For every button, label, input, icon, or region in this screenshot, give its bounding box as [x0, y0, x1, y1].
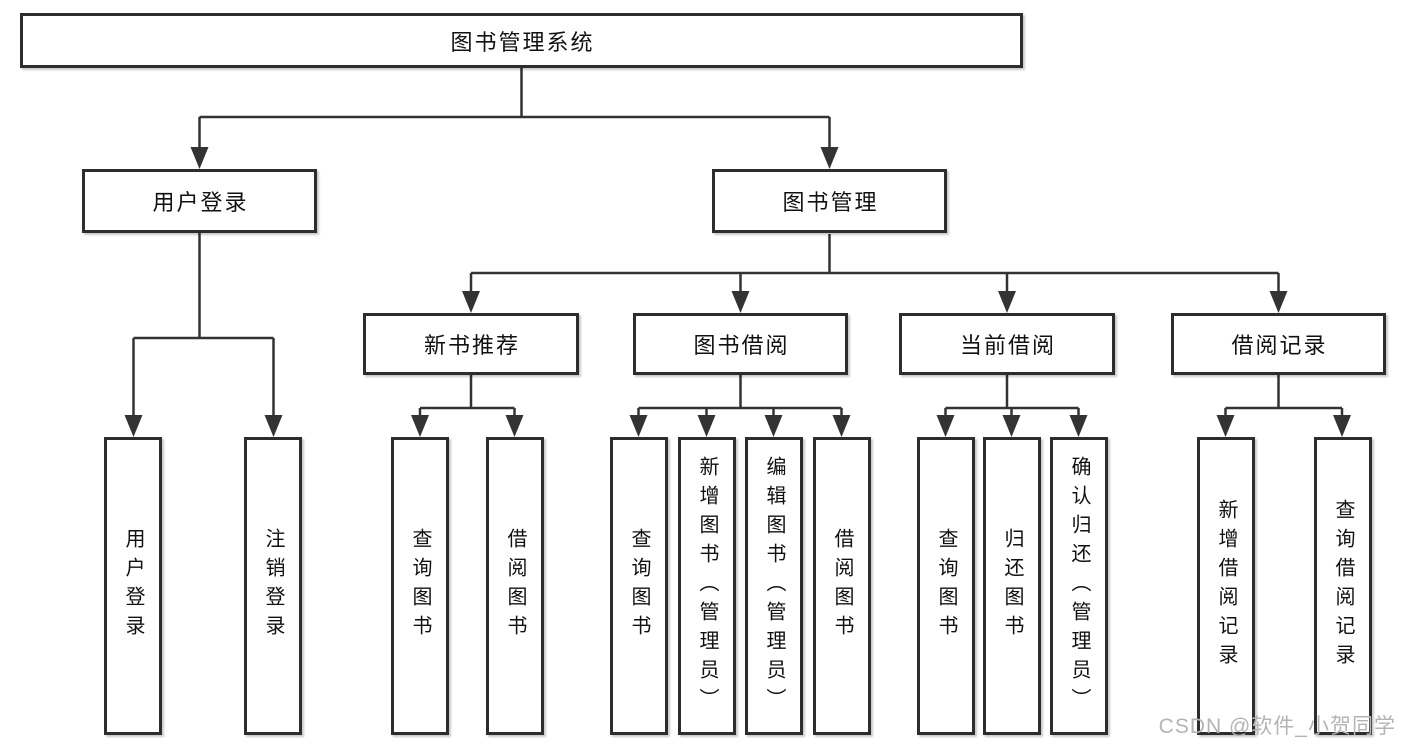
leaf-borrow-books: 借阅图书	[813, 437, 871, 735]
node-label: 用户登录	[152, 190, 249, 215]
node-label: 新增图书（管理员）	[696, 455, 718, 717]
node-label: 借阅图书	[504, 528, 526, 644]
leaf-logout: 注销登录	[244, 437, 302, 735]
node-label: 图书管理系统	[450, 29, 595, 55]
node-label: 新书推荐	[423, 333, 520, 358]
node-label: 查询图书	[628, 528, 650, 644]
node-label: 查询图书	[935, 528, 957, 644]
node-user-login: 用户登录	[82, 169, 317, 233]
node-label: 图书借阅	[693, 333, 790, 358]
node-label: 图书管理	[782, 190, 879, 215]
node-new-book-recommendation: 新书推荐	[363, 313, 579, 375]
node-library-management-system: 图书管理系统	[20, 13, 1023, 68]
node-label: 查询借阅记录	[1332, 499, 1354, 673]
leaf-query-books-recommend: 查询图书	[391, 437, 449, 735]
node-label: 查询图书	[409, 528, 431, 644]
node-label: 用户登录	[122, 528, 144, 644]
leaf-return-books: 归还图书	[983, 437, 1041, 735]
leaf-query-borrow-record: 查询借阅记录	[1314, 437, 1372, 735]
node-label: 确认归还（管理员）	[1068, 455, 1090, 717]
node-label: 当前借阅	[959, 333, 1056, 358]
node-label: 新增借阅记录	[1215, 499, 1237, 673]
node-label: 编辑图书（管理员）	[763, 455, 785, 717]
leaf-confirm-return-admin: 确认归还（管理员）	[1050, 437, 1108, 735]
leaf-edit-books-admin: 编辑图书（管理员）	[745, 437, 803, 735]
node-label: 借阅记录	[1231, 333, 1328, 358]
leaf-query-books-borrow: 查询图书	[610, 437, 668, 735]
leaf-borrow-books-recommend: 借阅图书	[486, 437, 544, 735]
leaf-add-books-admin: 新增图书（管理员）	[678, 437, 736, 735]
leaf-add-borrow-record: 新增借阅记录	[1197, 437, 1255, 735]
node-label: 借阅图书	[831, 528, 853, 644]
node-borrowing-records: 借阅记录	[1171, 313, 1386, 375]
node-book-borrowing: 图书借阅	[633, 313, 848, 375]
watermark: CSDN @软件_小贺同学	[1158, 715, 1396, 738]
node-label: 注销登录	[262, 528, 284, 644]
node-current-borrowing: 当前借阅	[899, 313, 1115, 375]
node-book-management: 图书管理	[712, 169, 947, 233]
leaf-user-login: 用户登录	[104, 437, 162, 735]
arrowhead-icons	[124, 147, 1351, 437]
node-label: 归还图书	[1001, 528, 1023, 644]
leaf-query-books-current: 查询图书	[917, 437, 975, 735]
